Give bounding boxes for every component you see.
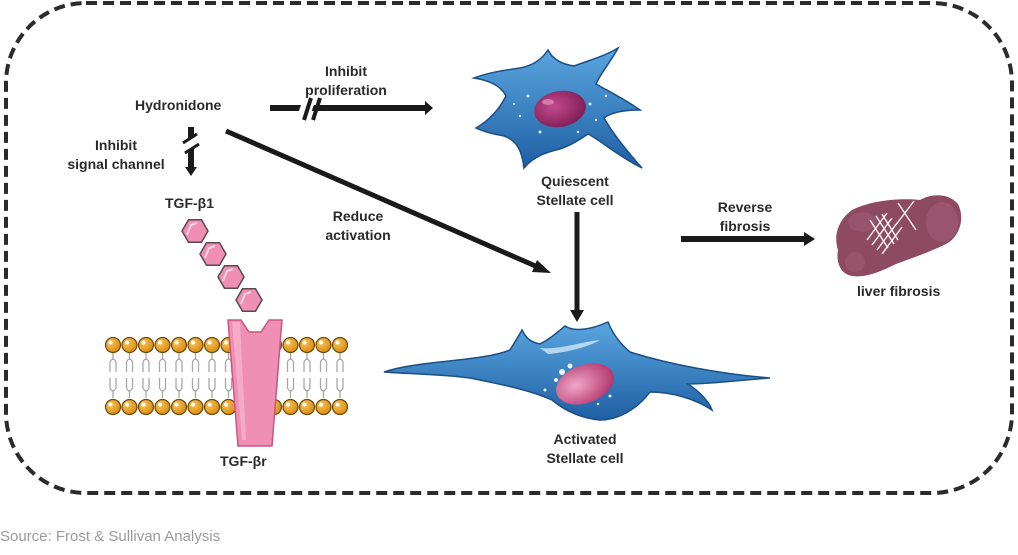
phospholipid-head [121,336,138,354]
phospholipid-head [137,336,155,354]
phospholipid-head [137,398,155,416]
inhibit-prolif-line1: Inhibit [325,63,367,79]
cell-membrane [104,336,349,416]
hydronidone-label: Hydronidone [135,97,222,113]
liver-fibrosis-label: liver fibrosis [857,283,941,299]
tgf-beta1-subunit [235,287,263,313]
tgf-beta1-subunit [217,264,245,290]
reverse-fibrosis-label: Reverse fibrosis [700,198,790,236]
reverse-line1: Reverse [717,199,773,215]
phospholipid-head [315,398,332,416]
inhibit-prolif-line2: proliferation [305,82,387,98]
inhibit-signal-line2: signal channel [67,156,165,172]
quiescent-stellate-cell-image [471,45,643,170]
phospholipid-head [203,398,221,416]
phospholipid-head [104,336,122,354]
tgf-beta1-subunit [181,218,209,244]
inhibit-proliferation-arrow [270,96,433,122]
phospholipid-head [170,336,188,354]
reverse-line2: fibrosis [719,218,771,234]
inhibit-proliferation-label: Inhibit proliferation [300,62,392,100]
phospholipid-head [282,336,299,354]
phospholipid-head [331,336,349,354]
activated-stellate-cell-image [383,320,771,421]
reduce-activation-label: Reduce activation [318,207,398,245]
phospholipid-head [331,398,349,416]
quiescent-line1: Quiescent [541,173,609,189]
activation-down-arrow [570,212,584,322]
phospholipid-head [187,398,204,416]
fibrotic-liver-image [836,195,962,277]
phospholipid-head [282,398,299,416]
phospholipid-head [104,398,122,416]
reduce-line1: Reduce [332,208,384,224]
tgf-beta1-label: TGF-β1 [165,195,214,211]
inhibit-signal-arrow [182,127,202,176]
phospholipid-head [170,398,188,416]
phospholipid-head [154,336,171,354]
activated-stellate-cell-label: Activated Stellate cell [530,430,640,468]
activated-line1: Activated [553,431,617,447]
activated-line2: Stellate cell [546,450,624,466]
reduce-activation-arrow [225,128,551,273]
phospholipid-head [315,336,332,354]
phospholipid-head [187,336,204,354]
tgf-beta-receptor [227,319,283,447]
inhibit-signal-channel-label: Inhibit signal channel [60,136,172,174]
phospholipid-head [298,336,316,354]
quiescent-line2: Stellate cell [536,192,614,208]
phospholipid-head [154,398,171,416]
tgf-beta1-ligand-chain [181,218,263,313]
phospholipid-head [203,336,221,354]
tgf-beta-receptor-label: TGF-βr [220,453,267,469]
source-caption: Source: Frost & Sullivan Analysis [0,528,221,545]
tgf-beta1-subunit [199,241,227,267]
reverse-fibrosis-arrow [681,232,815,246]
quiescent-stellate-cell-label: Quiescent Stellate cell [520,172,630,210]
reduce-line2: activation [325,227,391,243]
fibrosis-marks-icon [866,200,917,255]
phospholipid-head [298,398,316,416]
phospholipid-head [121,398,138,416]
inhibit-signal-line1: Inhibit [95,137,137,153]
